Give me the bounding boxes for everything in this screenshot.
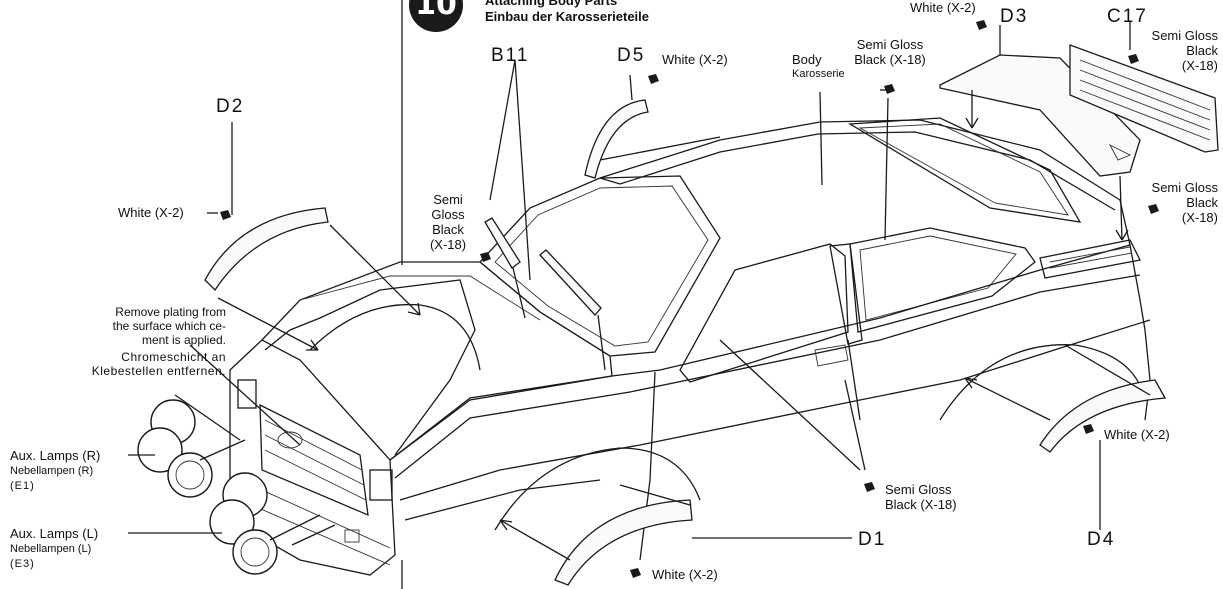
aux-lamps-left-code: (E3): [10, 558, 35, 570]
part-label-d3: D3: [1000, 6, 1029, 27]
part-label-c17: C17: [1107, 6, 1148, 27]
paint-pot-icon: [630, 568, 641, 578]
part-c17-shape: [1069, 44, 1219, 153]
part-label-d1: D1: [858, 529, 887, 550]
part-d3-shape: [939, 54, 1141, 177]
paint-label-semi-door: Semi Gloss Black (X-18): [885, 482, 957, 512]
plating-note-en: Remove plating from the surface which ce…: [112, 305, 226, 347]
paint-pot-icon: [1148, 204, 1159, 214]
paint-label-semi-wiper: Semi Gloss Black (X-18): [429, 192, 467, 252]
paint-pot-icon: [220, 210, 231, 220]
paint-pot-icon: [480, 252, 491, 262]
paint-label-white-d2: White (X-2): [118, 205, 184, 220]
paint-pot-icon: [1083, 424, 1094, 434]
paint-pot-icon: [1128, 54, 1139, 64]
body-label-de: Karosserie: [792, 68, 845, 80]
aux-lamps-right-code: (E1): [10, 480, 35, 492]
paint-pot-icon: [648, 74, 659, 84]
part-d5-shape: [584, 99, 649, 179]
paint-pot-icon: [884, 84, 895, 94]
part-label-d5: D5: [617, 45, 646, 66]
paint-label-white-top: White (X-2): [910, 0, 976, 15]
step-title-en: Attaching Body Parts: [485, 0, 618, 8]
paint-pot-icon: [976, 20, 987, 30]
paint-label-white-d1: White (X-2): [652, 567, 718, 582]
part-d2-shape: [204, 207, 329, 292]
car-body: [229, 117, 1151, 576]
aux-lamps-right-label: Aux. Lamps (R): [10, 448, 101, 463]
paint-label-semi-body: Semi Gloss Black (X-18): [854, 37, 926, 67]
paint-label-semi-wing: Semi Gloss Black (X-18): [1151, 180, 1218, 225]
part-label-b11: B11: [491, 45, 530, 66]
part-d4-shape: [1039, 379, 1167, 453]
plating-note-de: Chromeschicht an Klebestellen entfernen.: [91, 350, 226, 378]
aux-lamps-left-de: Nebellampen (L): [10, 543, 92, 555]
aux-lamps-right-de: Nebellampen (R): [10, 465, 94, 477]
aux-lamps-left-label: Aux. Lamps (L): [10, 526, 99, 541]
paint-label-white-d4: White (X-2): [1104, 427, 1170, 442]
step-title-de: Einbau der Karosserieteile: [485, 9, 650, 24]
paint-label-semi-c17: Semi Gloss Black (X-18): [1151, 28, 1218, 73]
part-d1-shape: [554, 499, 693, 586]
paint-pot-icon: [864, 482, 875, 492]
body-label: Body: [792, 52, 822, 67]
paint-label-white-d5: White (X-2): [662, 52, 728, 67]
part-label-d4: D4: [1087, 529, 1116, 550]
part-label-d2: D2: [216, 96, 245, 117]
aux-lamps: [128, 399, 336, 575]
